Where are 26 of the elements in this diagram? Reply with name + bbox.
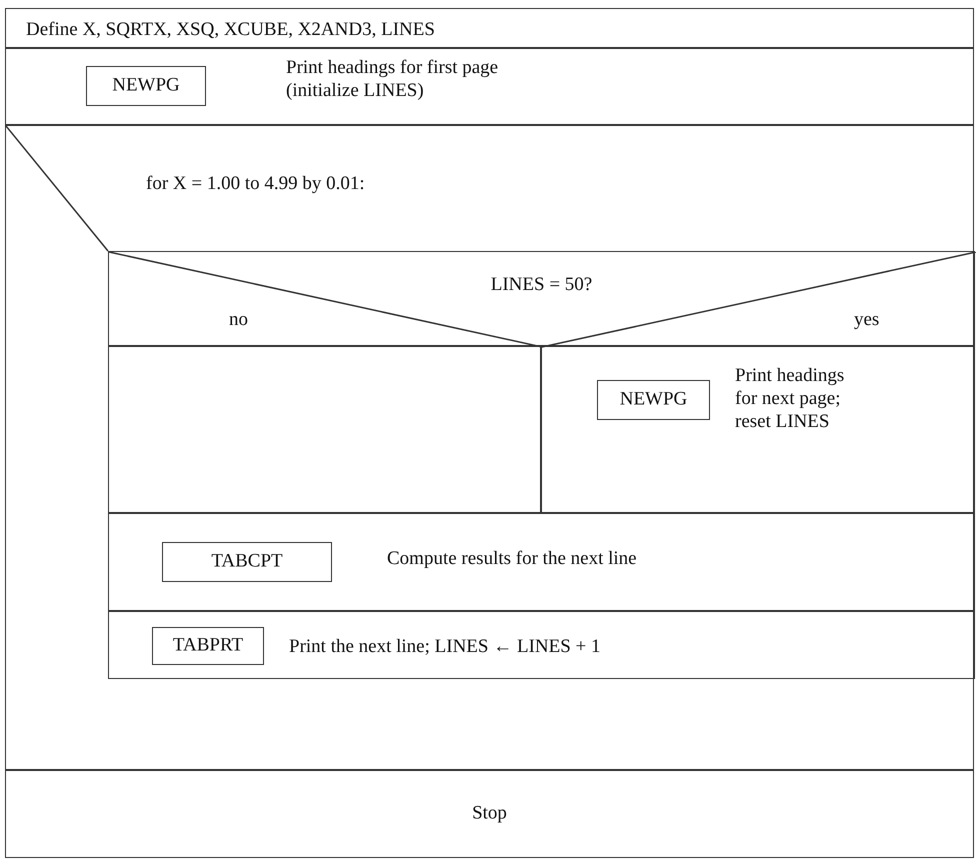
action-text: Print the next line; LINES ← LINES + 1: [289, 636, 601, 659]
module-box: [597, 380, 710, 420]
module-box: [162, 542, 332, 582]
empty-branch-cell: [108, 346, 541, 513]
action-text: Print headings for next page; reset LINES: [735, 365, 846, 434]
module-name: TABCPT: [211, 550, 283, 574]
loop-condition: for X = 1.00 to 4.99 by 0.01:: [146, 173, 365, 196]
statement-band: [5, 8, 974, 48]
branch-label: no: [229, 309, 248, 332]
branch-label: yes: [854, 309, 880, 332]
module-name: NEWPG: [620, 388, 688, 412]
action-text: Print headings for first page (initialize LINES): [286, 57, 500, 103]
statement-text: Define X, SQRTX, XSQ, XCUBE, X2AND3, LINES: [26, 19, 435, 42]
loop-block: [5, 125, 974, 770]
module-box: [152, 627, 264, 665]
statement-text: Stop: [472, 802, 507, 826]
statement-band: [5, 770, 974, 858]
module-call-band: [108, 513, 975, 611]
module-name: NEWPG: [112, 74, 180, 98]
module-call-band: [108, 611, 975, 679]
module-name: TABPRT: [172, 634, 244, 658]
branch-cell: [541, 346, 975, 513]
module-call-band: [5, 48, 974, 125]
module-box: [86, 66, 206, 106]
decision-condition: LINES = 50?: [490, 274, 592, 297]
action-text: Compute results for the next line: [387, 548, 637, 571]
